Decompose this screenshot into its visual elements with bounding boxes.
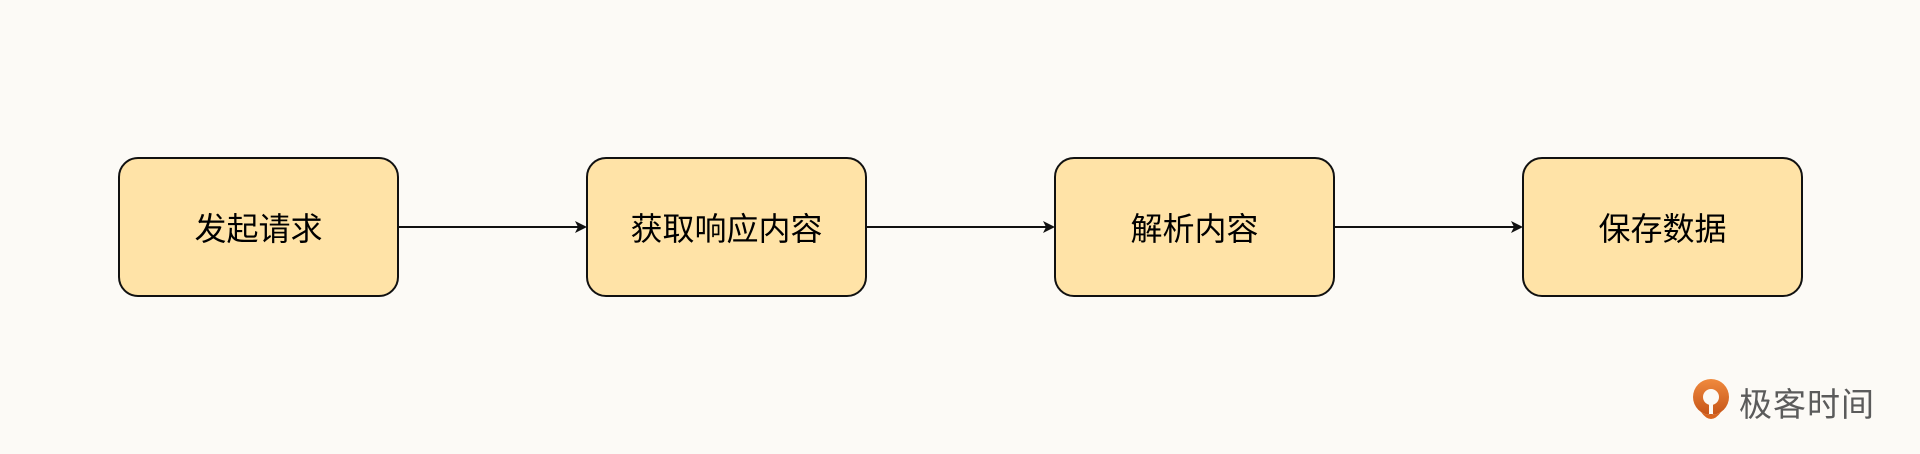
step-label: 解析内容 [1130, 210, 1259, 248]
step-get-response: 获取响应内容 [586, 157, 867, 297]
step-label: 保存数据 [1598, 210, 1727, 248]
step-label: 获取响应内容 [630, 210, 823, 248]
step-label: 发起请求 [194, 210, 323, 248]
step-parse-content: 解析内容 [1054, 157, 1335, 297]
step-send-request: 发起请求 [118, 157, 399, 297]
brand-name: 极客时间 [1739, 385, 1875, 424]
brand-watermark: 极客时间 [1689, 378, 1875, 426]
step-save-data: 保存数据 [1522, 157, 1803, 297]
geektime-logo-icon [1693, 379, 1729, 419]
